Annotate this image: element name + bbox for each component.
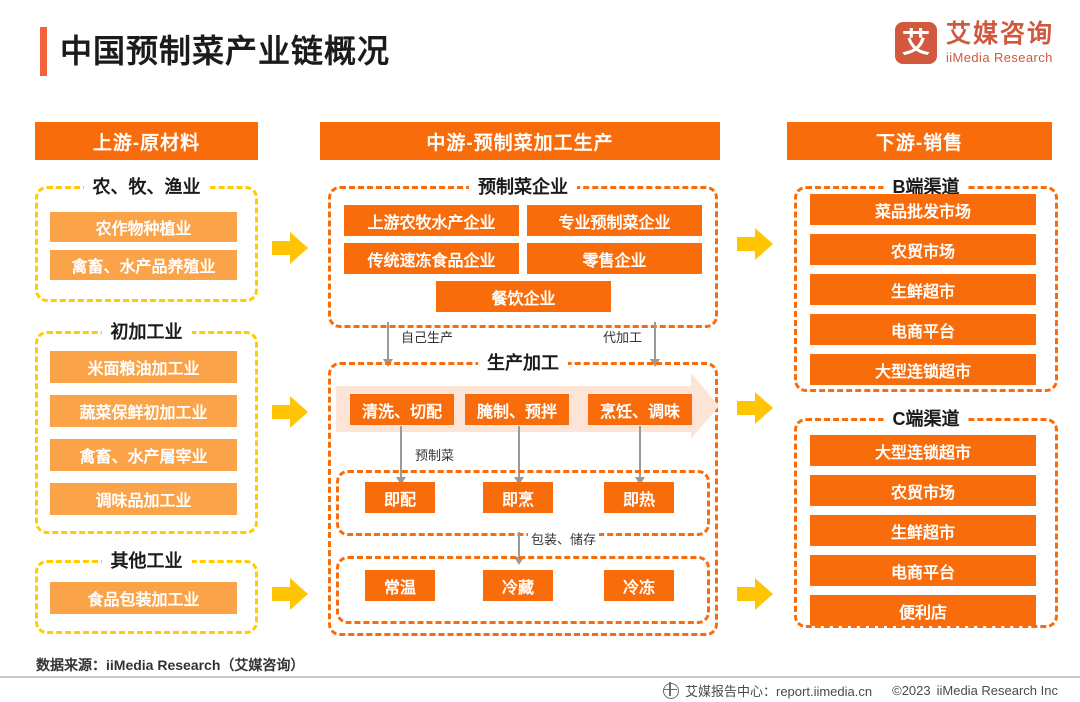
item-b-chain-supermarket[interactable]: 大型连锁超市 — [810, 354, 1036, 385]
item-c-convenience-store[interactable]: 便利店 — [810, 595, 1036, 626]
flow-label-package-storage: 包装、储存 — [528, 532, 600, 548]
item-grain-oil-processing[interactable]: 米面粮油加工业 — [50, 351, 237, 383]
process-banner-tip-icon — [691, 373, 719, 439]
flow-label-self-production: 自己生产 — [398, 330, 457, 346]
column-header-downstream: 下游-销售 — [787, 122, 1052, 160]
title-accent-bar — [40, 27, 47, 76]
item-ready-to-heat[interactable]: 即热 — [604, 482, 674, 513]
item-upstream-agri-enterprise[interactable]: 上游农牧水产企业 — [344, 205, 519, 236]
item-food-packaging[interactable]: 食品包装加工业 — [50, 582, 237, 614]
arrow-head — [290, 396, 308, 428]
arrow-shaft — [737, 587, 757, 601]
item-ready-to-cook[interactable]: 即烹 — [483, 482, 553, 513]
group-c-channel: C端渠道 — [794, 406, 1058, 628]
item-slaughter-industry[interactable]: 禽畜、水产屠宰业 — [50, 439, 237, 471]
arrow-upstream-to-midstream-1 — [272, 232, 308, 264]
arrow-midstream-to-downstream-2 — [737, 392, 773, 424]
item-condiment-processing[interactable]: 调味品加工业 — [50, 483, 237, 515]
arrow-shaft — [272, 241, 292, 255]
group-storage-temperature — [336, 556, 710, 624]
group-primary-processing: 初加工业 — [35, 319, 258, 534]
item-b-farmers-market[interactable]: 农贸市场 — [810, 234, 1036, 265]
item-b-ecommerce-platform[interactable]: 电商平台 — [810, 314, 1036, 345]
group-label-agriculture: 农、牧、渔业 — [83, 174, 210, 200]
group-label-other-industry: 其他工业 — [101, 548, 192, 574]
flow-arrow-package-storage — [514, 532, 524, 565]
data-source-text: 数据来源：iiMedia Research（艾媒咨询） — [36, 657, 305, 673]
item-frozen-food-enterprise[interactable]: 传统速冻食品企业 — [344, 243, 519, 274]
item-c-chain-supermarket[interactable]: 大型连锁超市 — [810, 435, 1036, 466]
step-cook-season[interactable]: 烹饪、调味 — [588, 394, 692, 425]
report-center-link[interactable]: 艾媒报告中心：report.iimedia.cn — [685, 684, 873, 699]
flow-arrow-to-ready-to-heat — [635, 426, 645, 485]
item-professional-prepared-dish-enterprise[interactable]: 专业预制菜企业 — [527, 205, 702, 236]
column-header-upstream: 上游-原材料 — [35, 122, 258, 160]
item-c-fresh-supermarket[interactable]: 生鲜超市 — [810, 515, 1036, 546]
flow-arrow-oem — [650, 322, 660, 367]
page-title: 中国预制菜产业链概况 — [60, 33, 391, 69]
group-label-primary-processing: 初加工业 — [101, 319, 192, 345]
item-refrigerated[interactable]: 冷藏 — [483, 570, 553, 601]
brand-logo: 艾 艾媒咨询 iiMedia Research — [894, 20, 1054, 65]
arrow-midstream-to-downstream-3 — [737, 578, 773, 610]
item-retail-enterprise[interactable]: 零售企业 — [527, 243, 702, 274]
arrow-shaft — [737, 401, 757, 415]
item-livestock-aquaculture[interactable]: 禽畜、水产品养殖业 — [50, 250, 237, 280]
item-b-fresh-supermarket[interactable]: 生鲜超市 — [810, 274, 1036, 305]
step-marinate-premix[interactable]: 腌制、预拌 — [465, 394, 569, 425]
step-wash-cut[interactable]: 清洗、切配 — [350, 394, 454, 425]
footer-meta: 艾媒报告中心：report.iimedia.cn ©2023 iiMedia R… — [662, 681, 1058, 700]
item-vegetable-preservation[interactable]: 蔬菜保鲜初加工业 — [50, 395, 237, 427]
arrow-head — [290, 232, 308, 264]
group-label-production-processing: 生产加工 — [478, 350, 568, 376]
item-ambient-temperature[interactable]: 常温 — [365, 570, 435, 601]
arrow-upstream-to-midstream-3 — [272, 578, 308, 610]
flow-arrow-self-production — [383, 322, 393, 367]
item-ready-to-assemble[interactable]: 即配 — [365, 482, 435, 513]
flow-label-prepared-dish: 预制菜 — [412, 448, 458, 464]
arrow-shaft — [737, 237, 757, 251]
group-production-processing: 生产加工 — [328, 350, 718, 636]
item-frozen[interactable]: 冷冻 — [604, 570, 674, 601]
logo-text: 艾媒咨询 iiMedia Research — [945, 20, 1054, 65]
item-c-ecommerce-platform[interactable]: 电商平台 — [810, 555, 1036, 586]
arrow-shaft — [272, 587, 292, 601]
flow-arrow-to-ready-to-assemble — [396, 426, 406, 485]
company-text: iiMedia Research Inc — [936, 683, 1058, 698]
flow-label-oem: 代加工 — [600, 330, 646, 346]
group-other-industry: 其他工业 — [35, 548, 258, 634]
arrow-head — [755, 392, 773, 424]
logo-mark-icon: 艾 — [894, 22, 937, 64]
copyright-text: ©2023 — [892, 683, 931, 698]
arrow-head — [290, 578, 308, 610]
arrow-midstream-to-downstream-1 — [737, 228, 773, 260]
logo-name-en: iiMedia Research — [945, 50, 1053, 65]
group-agriculture: 农、牧、渔业 — [35, 174, 258, 302]
column-header-midstream: 中游-预制菜加工生产 — [320, 122, 720, 160]
arrow-upstream-to-midstream-2 — [272, 396, 308, 428]
group-dish-forms — [336, 470, 710, 536]
item-c-farmers-market[interactable]: 农贸市场 — [810, 475, 1036, 506]
group-prepared-dish-enterprises: 预制菜企业 — [328, 174, 718, 328]
group-label-c-channel: C端渠道 — [883, 406, 969, 432]
item-crop-planting[interactable]: 农作物种植业 — [50, 212, 237, 242]
arrow-shaft — [272, 405, 292, 419]
footer-divider — [0, 676, 1080, 678]
flow-arrow-to-ready-to-cook — [514, 426, 524, 485]
item-b-wholesale-market[interactable]: 菜品批发市场 — [810, 194, 1036, 225]
logo-name-cn: 艾媒咨询 — [945, 20, 1054, 48]
arrow-head — [755, 228, 773, 260]
globe-icon — [662, 682, 679, 699]
group-label-prepared-dish-enterprises: 预制菜企业 — [469, 174, 577, 200]
item-catering-enterprise[interactable]: 餐饮企业 — [436, 281, 611, 312]
arrow-head — [755, 578, 773, 610]
